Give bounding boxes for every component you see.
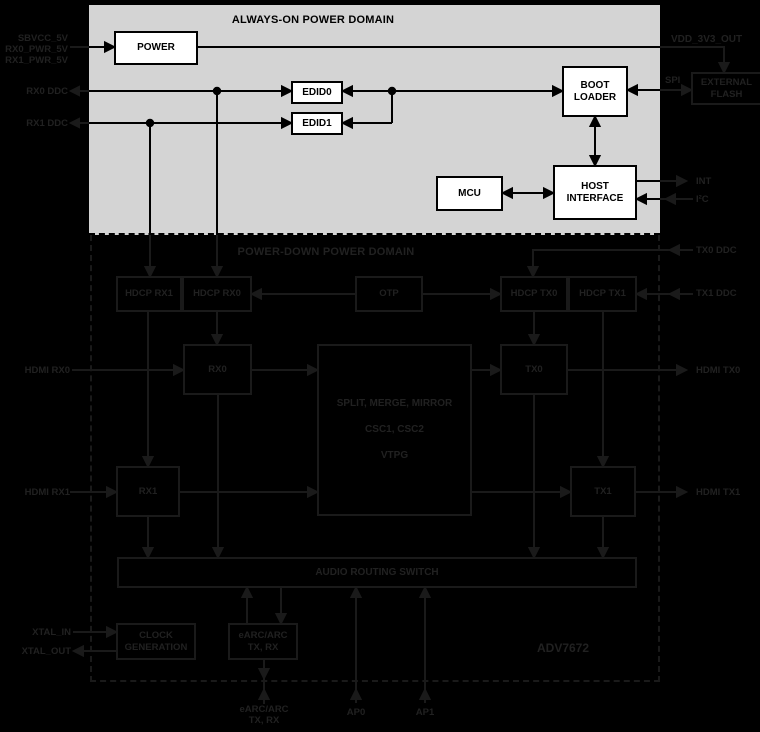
pin-ap0: AP0 <box>346 707 366 718</box>
pin-vdd-3v3-out: VDD_3V3_OUT <box>671 34 743 45</box>
power-down-power-domain <box>90 235 660 682</box>
video-processor-line1: SPLIT, MERGE, MIRROR <box>336 398 453 410</box>
pin-tx1-ddc: TX1 DDC <box>696 288 737 299</box>
pin-spi: SPI <box>665 75 681 86</box>
always-on-domain-title: ALWAYS-ON POWER DOMAIN <box>231 14 395 26</box>
earc-arc-block: eARC/ARC TX, RX <box>228 623 298 660</box>
hdcp-tx1-block: HDCP TX1 <box>568 276 637 312</box>
hdcp-rx1-block: HDCP RX1 <box>116 276 182 312</box>
external-flash-block: EXTERNAL FLASH <box>691 72 760 105</box>
pin-ap1: AP1 <box>415 707 435 718</box>
hdcp-rx0-block: HDCP RX0 <box>182 276 252 312</box>
wire-spi-to-flash <box>660 83 694 97</box>
pin-hdmi-rx0: HDMI RX0 <box>24 365 70 376</box>
pin-supply-5v: SBVCC_5V RX0_PWR_5V RX1_PWR_5V <box>5 33 68 66</box>
wire-i2c-in <box>660 192 693 206</box>
pin-tx0-ddc: TX0 DDC <box>696 245 737 256</box>
pin-rx1-ddc: RX1 DDC <box>26 118 68 129</box>
pin-hdmi-rx1: HDMI RX1 <box>24 487 70 498</box>
pin-int: INT <box>696 176 712 187</box>
clock-generation-block: CLOCK GENERATION <box>116 623 196 660</box>
video-processor-block: SPLIT, MERGE, MIRROR CSC1, CSC2 VTPG <box>317 344 472 516</box>
wire-rx1-ddc-stub <box>68 117 89 129</box>
pin-hdmi-tx1: HDMI TX1 <box>696 487 741 498</box>
power-block: POWER <box>114 31 198 65</box>
wire-vdd-out-to-flash <box>660 46 731 75</box>
pin-hdmi-tx0: HDMI TX0 <box>696 365 741 376</box>
pin-rx0-ddc: RX0 DDC <box>26 86 68 97</box>
wire-rx0-ddc-stub <box>68 85 89 97</box>
video-processor-line2: CSC1, CSC2 <box>365 424 424 436</box>
video-processor-line3: VTPG <box>380 449 409 461</box>
boot-loader-block: BOOT LOADER <box>562 66 628 117</box>
edid1-block: EDID1 <box>291 112 343 135</box>
rx1-block: RX1 <box>116 466 180 517</box>
power-down-domain-title: POWER-DOWN POWER DOMAIN <box>237 246 415 258</box>
host-interface-block: HOST INTERFACE <box>553 165 637 220</box>
edid0-block: EDID0 <box>291 81 343 104</box>
hdcp-tx0-block: HDCP TX0 <box>500 276 568 312</box>
rx0-block: RX0 <box>183 344 252 395</box>
pin-i2c: I²C <box>696 194 709 205</box>
audio-routing-switch-block: AUDIO ROUTING SWITCH <box>117 557 637 588</box>
part-number: ADV7672 <box>536 641 590 655</box>
otp-block: OTP <box>355 276 423 312</box>
wire-int-out <box>660 174 689 188</box>
pin-earc-arc: eARC/ARC TX, RX <box>239 704 289 726</box>
mcu-block: MCU <box>436 176 503 211</box>
tx1-block: TX1 <box>570 466 636 517</box>
pin-xtal-in: XTAL_IN <box>32 627 71 638</box>
pin-xtal-out: XTAL_OUT <box>21 646 71 657</box>
tx0-block: TX0 <box>500 344 568 395</box>
